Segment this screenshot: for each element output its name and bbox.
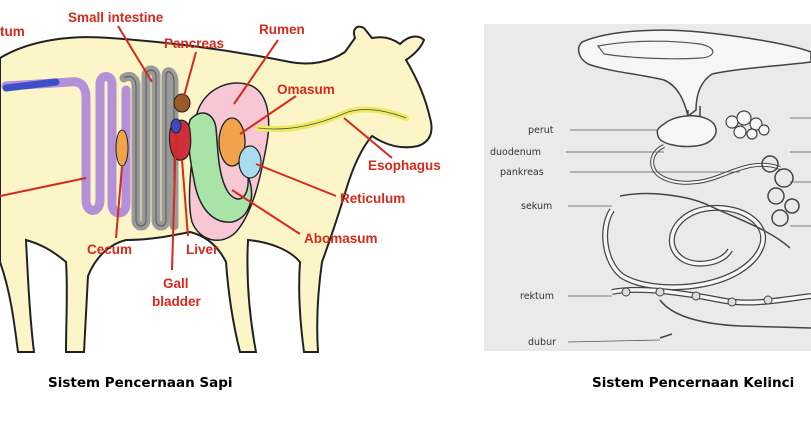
rabbit-leader-lines bbox=[566, 117, 811, 343]
caption-rabbit: Sistem Pencernaan Kelinci bbox=[592, 375, 795, 391]
rabbit-cecum-inner bbox=[603, 206, 765, 289]
rabbit-tongue-outline bbox=[596, 40, 714, 60]
label-esophagus: Esophagus bbox=[368, 158, 441, 173]
large-intestine-shape bbox=[1, 72, 131, 218]
cow-leader-lines bbox=[0, 25, 393, 271]
gall-bladder-shape bbox=[170, 118, 182, 134]
omasum-shape bbox=[218, 117, 246, 167]
label-reticulum: Reticulum bbox=[340, 191, 405, 206]
rabbit-colon-shape bbox=[619, 192, 791, 249]
esophagus-outline bbox=[257, 109, 407, 130]
label-perut: perut bbox=[528, 125, 554, 136]
label-duodenum: duodenum bbox=[490, 147, 541, 158]
label-cecum: Cecum bbox=[87, 242, 132, 257]
label-rectum: tum bbox=[0, 24, 25, 39]
label-rektum: rektum bbox=[520, 291, 554, 302]
rabbit-stomach-shape bbox=[656, 115, 717, 148]
rabbit-small-intestine-coils bbox=[761, 155, 800, 227]
rabbit-fecal-pellets bbox=[621, 287, 773, 307]
rabbit-anus-shape bbox=[659, 299, 811, 339]
label-dubur: dubur bbox=[528, 337, 556, 348]
rabbit-duodenum-inner bbox=[651, 145, 781, 184]
label-gall-bladder-line2: bladder bbox=[152, 294, 202, 309]
label-omasum: Omasum bbox=[277, 82, 335, 97]
label-liver: Liver bbox=[186, 242, 219, 257]
label-sekum: sekum bbox=[521, 201, 552, 212]
label-gall-bladder-line1: Gall bbox=[163, 276, 189, 291]
label-abomasum: Abomasum bbox=[304, 231, 378, 246]
label-pancreas: Pancreas bbox=[164, 36, 224, 51]
rabbit-pancreas-shape bbox=[725, 110, 770, 140]
rectum-shape bbox=[2, 78, 60, 92]
rabbit-panel-background bbox=[484, 24, 811, 351]
caption-cow: Sistem Pencernaan Sapi bbox=[48, 375, 233, 391]
reticulum-shape bbox=[238, 145, 262, 179]
rabbit-rectum-inner bbox=[611, 288, 811, 305]
rabbit-head-outline bbox=[577, 29, 811, 118]
label-pankreas: pankreas bbox=[500, 167, 544, 178]
pancreas-shape bbox=[173, 93, 191, 113]
label-rumen: Rumen bbox=[259, 22, 305, 37]
small-intestine-outline bbox=[123, 69, 175, 227]
label-small-intestine: Small intestine bbox=[68, 10, 164, 25]
